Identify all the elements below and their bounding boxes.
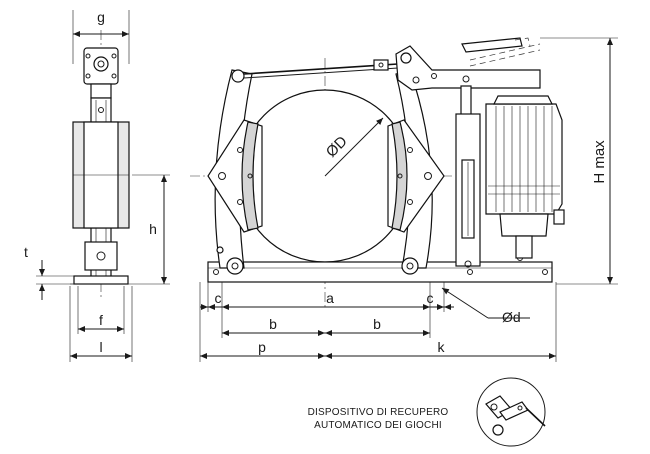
label-H-max: H max [591,140,608,184]
side-view [36,10,170,362]
front-view [190,37,618,362]
label-c-right: c [427,290,434,306]
label-c-left: c [215,290,222,306]
detail-inset [476,377,546,447]
caption-line-2: AUTOMATICO DEI GIOCHI [314,420,442,431]
caption: DISPOSITIVO DI RECUPERO AUTOMATICO DEI G… [308,407,449,431]
label-a: a [326,290,334,306]
label-t: t [24,244,28,260]
label-d: Ød [502,309,521,325]
label-l: l [99,339,102,355]
label-g: g [97,9,105,25]
caption-line-1: DISPOSITIVO DI RECUPERO [308,407,449,418]
label-f: f [99,312,103,328]
label-p: p [258,339,266,355]
label-b-left: b [269,316,277,332]
label-b-right: b [373,316,381,332]
label-h: h [149,221,157,237]
motor-fins [488,106,560,212]
label-k: k [438,339,446,355]
